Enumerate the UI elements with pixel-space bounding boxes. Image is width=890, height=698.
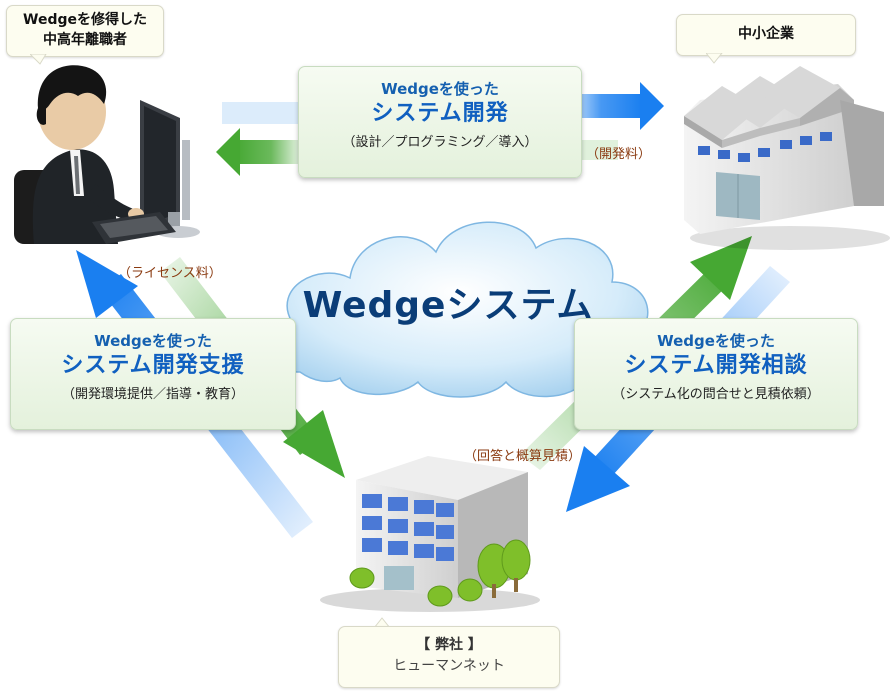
senior-label-line1: Wedgeを修得した <box>23 12 147 28</box>
license-fee-note: （ライセンス料） <box>118 266 222 281</box>
reply-estimate-note: （回答と概算見積） <box>464 449 582 464</box>
development-line1: Wedgeを使った <box>381 80 499 98</box>
sme-label: 中小企業 <box>738 26 794 42</box>
consulting-line1: Wedgeを使った <box>657 332 775 350</box>
faint-line <box>222 102 302 124</box>
support-line1: Wedgeを使った <box>94 332 212 350</box>
support-panel: Wedgeを使った システム開発支援 （開発環境提供／指導・教育） <box>10 318 296 430</box>
bubble-tail <box>373 617 391 628</box>
consulting-detail: （システム化の問合せと見積依頼） <box>612 387 820 402</box>
development-panel: Wedgeを使った システム開発 （設計／プログラミング／導入） <box>298 66 582 178</box>
development-title: システム開発 <box>371 101 509 126</box>
senior-label-line2: 中高年離職者 <box>43 32 127 48</box>
dev-fee-note: （開発料） <box>586 147 652 162</box>
company-label-line2: ヒューマンネット <box>393 658 505 674</box>
support-title: システム開発支援 <box>61 353 245 378</box>
faint-line <box>578 140 618 160</box>
senior-speech-bubble: Wedgeを修得した 中高年離職者 <box>6 5 164 57</box>
consulting-title: システム開発相談 <box>624 353 808 378</box>
development-detail: （設計／プログラミング／導入） <box>342 135 538 150</box>
bubble-tail <box>30 54 47 65</box>
office-building-illustration <box>320 456 540 612</box>
senior-person-illustration <box>14 65 200 244</box>
consulting-panel: Wedgeを使った システム開発相談 （システム化の問合せと見積依頼） <box>574 318 858 430</box>
factory-illustration <box>684 66 890 250</box>
company-speech-bubble: 【 弊社 】 ヒューマンネット <box>338 626 560 688</box>
arrow-fee-to-senior <box>216 128 306 176</box>
support-detail: （開発環境提供／指導・教育） <box>61 387 244 402</box>
cloud-title: Wedgeシステム <box>302 285 594 326</box>
bubble-tail <box>706 53 723 64</box>
company-label-line1: 【 弊社 】 <box>416 637 482 653</box>
sme-speech-bubble: 中小企業 <box>676 14 856 56</box>
cloud-shape <box>266 221 649 398</box>
